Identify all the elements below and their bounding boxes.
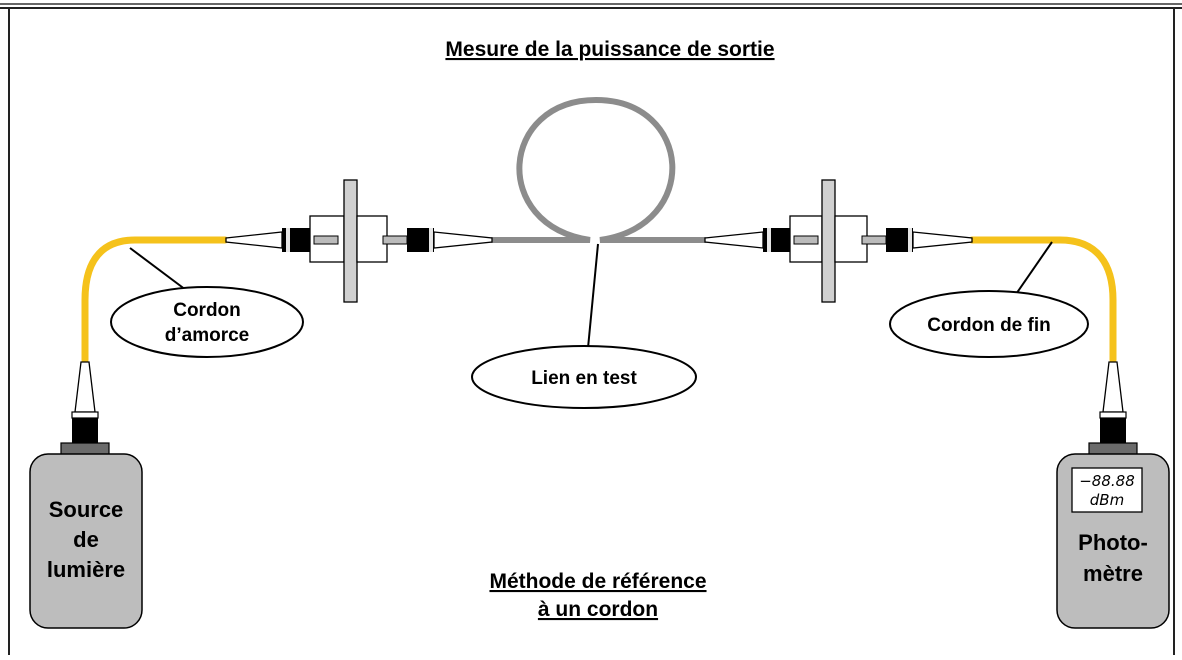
left-boot-2 <box>433 231 493 249</box>
launch-cord-fiber <box>81 236 229 364</box>
left-boot <box>225 231 283 249</box>
meter-display <box>1071 467 1143 513</box>
tail-cord-label: Cordon de fin <box>927 315 1050 336</box>
left-bulkhead-plate <box>343 179 358 303</box>
launch-cord-label-line1: Cordon <box>173 300 241 321</box>
meter-connector <box>1100 418 1126 443</box>
meter-display-unit: dBm <box>1090 491 1124 509</box>
light-source-device: Source de lumière <box>29 361 143 629</box>
meter-label-line2: mètre <box>1083 561 1143 586</box>
method-subtitle-line1: Méthode de référence <box>489 570 706 593</box>
source-label-line2: de <box>73 527 99 552</box>
launch-cord-label-line2: d’amorce <box>165 325 249 346</box>
source-label-line3: lumière <box>47 557 125 582</box>
test-link-fiber <box>489 96 708 243</box>
source-body <box>29 453 143 629</box>
launch-cord-leader <box>129 247 187 291</box>
tail-cord-leader <box>1013 241 1053 298</box>
source-boot <box>74 361 96 413</box>
right-bulkhead-plate <box>821 179 836 303</box>
launch-cord-callout <box>110 286 304 358</box>
source-label-line1: Source <box>49 497 124 522</box>
power-meter-device: −88.88 dBm Photo- mètre <box>1056 361 1170 629</box>
test-link-callout <box>471 345 697 409</box>
left-connector-assembly <box>225 179 493 303</box>
right-boot-2 <box>912 231 973 249</box>
tail-cord-callout <box>889 290 1089 358</box>
meter-display-value: −88.88 <box>1079 472 1135 490</box>
tail-cord-fiber <box>968 236 1117 364</box>
right-boot <box>704 231 764 249</box>
meter-label-line1: Photo- <box>1078 530 1148 555</box>
source-connector <box>72 418 98 443</box>
meter-boot <box>1102 361 1124 413</box>
test-link-leader <box>587 243 599 349</box>
right-connector-assembly <box>704 179 973 303</box>
diagram-title: Mesure de la puissance de sortie <box>445 38 774 61</box>
method-subtitle-line2: à un cordon <box>538 598 658 621</box>
test-link-label: Lien en test <box>531 368 637 389</box>
